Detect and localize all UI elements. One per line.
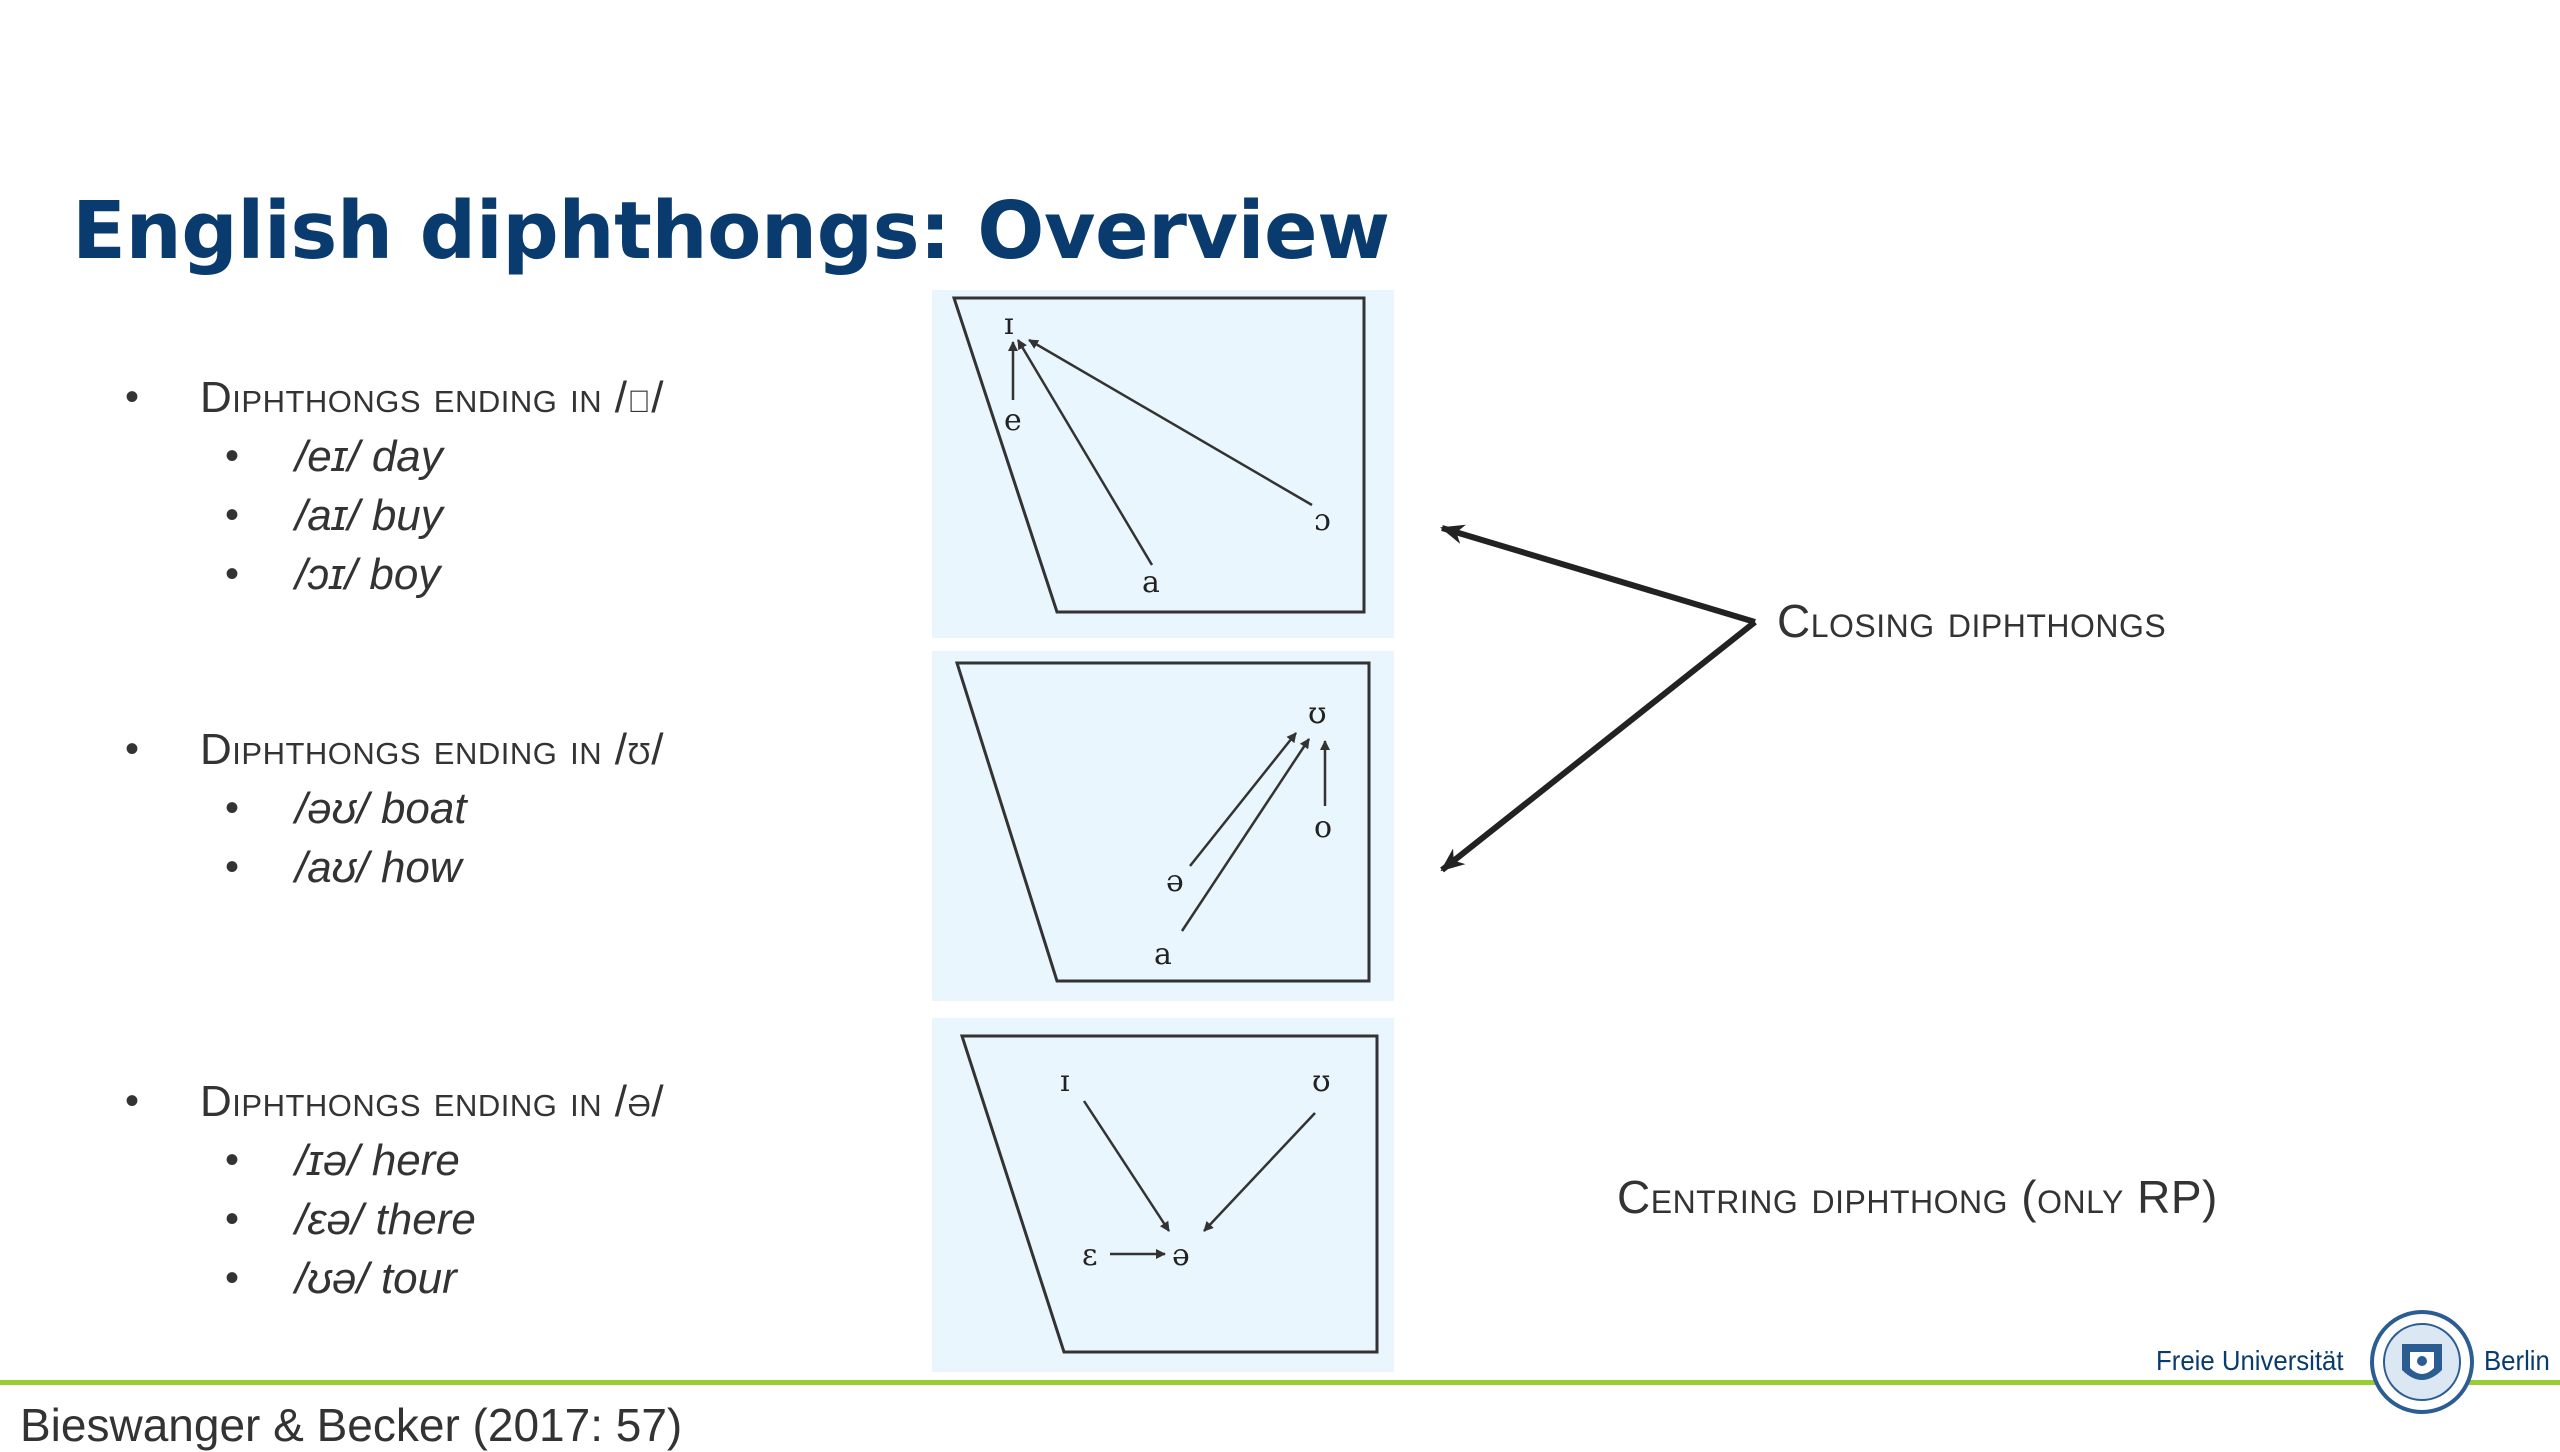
symbol-u: ʊ xyxy=(1312,1064,1331,1099)
vowel-trapezoid xyxy=(959,1034,1379,1354)
bullet-heading: • Diphthongs ending in /ɪ/ xyxy=(125,373,665,422)
symbol-i: ɪ xyxy=(1004,307,1014,342)
list-item: • /ɛə/ there xyxy=(225,1195,476,1244)
vowel-chart-panel-1: ɪ e a ɔ xyxy=(932,290,1394,638)
bullet-icon: • xyxy=(225,786,240,830)
footer-divider xyxy=(0,1380,2560,1385)
arrow-u-to-schwa xyxy=(1203,1112,1316,1232)
list-item: • /ʊə/ tour xyxy=(225,1254,457,1303)
closing-diphthongs-label: Closing diphthongs xyxy=(1777,595,2167,647)
symbol-open-o: ɔ xyxy=(1314,503,1331,538)
arrow-a-to-i xyxy=(1016,339,1154,566)
symbol-a: a xyxy=(1154,937,1172,972)
bullet-heading: • Diphthongs ending in /ʊ/ xyxy=(125,725,664,774)
bullet-icon: • xyxy=(225,1256,240,1300)
vowel-chart-panel-3: ɪ ʊ ɛ ə xyxy=(932,1018,1394,1372)
arrow-a-to-u xyxy=(1180,738,1311,932)
list-item: • /aʊ/ how xyxy=(225,843,462,892)
vowel-chart-diagram-2: ʊ o ə a xyxy=(954,661,1371,983)
symbol-o: o xyxy=(1314,810,1332,845)
bullet-heading: • Diphthongs ending in /ə/ xyxy=(125,1077,665,1126)
bullet-icon: • xyxy=(225,845,240,889)
list-item: • /eɪ/ day xyxy=(225,432,443,481)
bullet-icon: • xyxy=(225,493,240,537)
citation: Bieswanger & Becker (2017: 57) xyxy=(20,1399,683,1451)
bullet-icon: • xyxy=(225,434,240,478)
arrow-i-to-schwa xyxy=(1082,1100,1171,1232)
symbol-schwa: ə xyxy=(1166,864,1184,899)
university-city: Berlin xyxy=(2484,1345,2550,1376)
vowel-chart-panel-2: ʊ o ə a xyxy=(932,651,1394,1001)
bullet-icon: • xyxy=(225,1197,240,1241)
list-item: • /ɪə/ here xyxy=(225,1136,460,1185)
bullet-icon: • xyxy=(125,375,140,419)
vowel-chart-diagram-1: ɪ e a ɔ xyxy=(951,296,1366,614)
university-name: Freie Universität xyxy=(2156,1345,2344,1376)
arrow-to-panel-1 xyxy=(1440,524,1756,625)
bullet-icon: • xyxy=(125,727,140,771)
symbol-u: ʊ xyxy=(1308,696,1327,731)
arrow-schwa-to-u xyxy=(1189,732,1297,867)
arrow-open-o-to-i xyxy=(1028,338,1313,507)
closing-diphthongs-arrows xyxy=(1440,524,1757,873)
bullet-icon: • xyxy=(225,1138,240,1182)
arrow-to-panel-2 xyxy=(1440,619,1757,873)
university-seal-icon xyxy=(2370,1310,2474,1414)
list-item: • /aɪ/ buy xyxy=(225,491,443,540)
bullet-icon: • xyxy=(125,1079,140,1123)
vowel-chart-diagram-3: ɪ ʊ ɛ ə xyxy=(959,1034,1379,1354)
bullet-icon: • xyxy=(225,552,240,596)
symbol-e: e xyxy=(1004,403,1022,438)
symbol-schwa: ə xyxy=(1172,1238,1190,1273)
list-item: • /əʊ/ boat xyxy=(225,784,467,833)
list-item: • /ɔɪ/ boy xyxy=(225,550,441,599)
vowel-trapezoid xyxy=(951,296,1366,614)
centring-diphthong-label: Centring diphthong (only RP) xyxy=(1617,1171,2218,1223)
slide-title: English diphthongs: Overview xyxy=(72,185,1390,277)
symbol-i: ɪ xyxy=(1060,1064,1070,1099)
symbol-epsilon: ɛ xyxy=(1082,1238,1098,1273)
symbol-a: a xyxy=(1142,565,1160,600)
vowel-trapezoid xyxy=(954,661,1371,983)
